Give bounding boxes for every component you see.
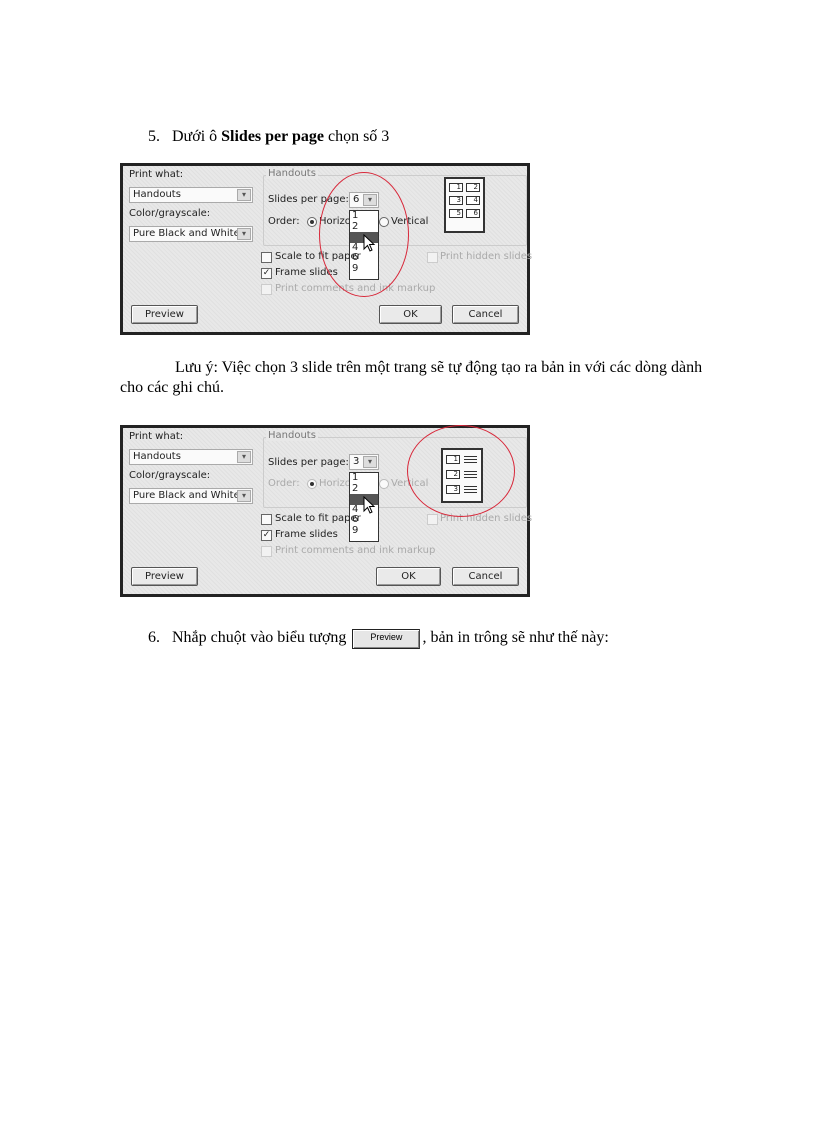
order-vertical-radio[interactable] <box>379 479 389 489</box>
step-number: 5. <box>148 128 160 145</box>
note-line-1: Lưu ý: Việc chọn 3 slide trên một trang … <box>175 359 703 376</box>
print-hidden-label: Print hidden slides <box>440 513 533 524</box>
color-select[interactable]: Pure Black and White ▾ <box>129 488 253 504</box>
slides-per-page-select[interactable]: 3 ▾ <box>349 454 379 470</box>
color-value: Pure Black and White <box>133 228 240 239</box>
chevron-down-icon: ▾ <box>237 451 251 463</box>
handouts-group <box>263 437 527 508</box>
highlight-circle <box>319 172 409 297</box>
print-what-value: Handouts <box>133 451 181 462</box>
option-9[interactable]: 9 <box>352 524 359 536</box>
step-text-bold: Slides per page <box>221 128 324 145</box>
cancel-button[interactable]: Cancel <box>452 305 519 324</box>
color-label: Color/grayscale: <box>129 208 211 219</box>
print-what-value: Handouts <box>133 189 181 200</box>
preview-button[interactable]: Preview <box>131 305 198 324</box>
order-horizontal-radio[interactable] <box>307 479 317 489</box>
step-text-prefix: Nhắp chuột vào biểu tượng <box>172 629 347 646</box>
step-5-instruction: 5. Dưới ô Slides per page chọn số 3 <box>148 127 389 147</box>
chevron-down-icon: ▾ <box>237 189 251 201</box>
slides-per-page-label: Slides per page: <box>268 194 349 205</box>
handouts-group-title: Handouts <box>266 168 318 179</box>
print-comments-checkbox[interactable] <box>261 284 272 295</box>
print-hidden-label: Print hidden slides <box>440 251 533 262</box>
color-value: Pure Black and White <box>133 490 240 501</box>
slides-per-page-value: 3 <box>353 456 360 467</box>
chevron-down-icon: ▾ <box>363 456 377 468</box>
print-comments-checkbox[interactable] <box>261 546 272 557</box>
handout-layout-preview-6: 1 2 3 4 5 6 <box>444 177 485 233</box>
cancel-button[interactable]: Cancel <box>452 567 519 586</box>
note-paragraph: Lưu ý: Việc chọn 3 slide trên một trang … <box>120 358 750 398</box>
option-4[interactable]: 4 <box>352 503 359 515</box>
order-horizontal-label: Horizo <box>319 478 351 489</box>
slide-thumb: 6 <box>466 209 480 218</box>
print-hidden-checkbox[interactable] <box>427 514 438 525</box>
slide-thumb: 2 <box>466 183 480 192</box>
step-number: 6. <box>148 629 160 646</box>
scale-to-fit-checkbox[interactable] <box>261 514 272 525</box>
note-line-2: cho các ghi chú. <box>120 379 224 396</box>
order-vertical-label: Vertical <box>391 216 429 227</box>
ok-button[interactable]: OK <box>379 305 442 324</box>
frame-slides-checkbox[interactable]: ✓ <box>261 530 272 541</box>
slide-thumb: 4 <box>466 196 480 205</box>
order-horizontal-radio[interactable] <box>307 217 317 227</box>
mouse-cursor-icon <box>363 496 376 514</box>
ok-button[interactable]: OK <box>376 567 441 586</box>
handouts-group-title: Handouts <box>266 430 318 441</box>
step-text-prefix: Dưới ô <box>172 128 222 145</box>
chevron-down-icon: ▾ <box>237 490 251 502</box>
option-2[interactable]: 2 <box>352 482 359 494</box>
order-label: Order: <box>268 216 300 227</box>
scale-to-fit-checkbox[interactable] <box>261 252 272 263</box>
inline-preview-button-image: Preview <box>352 629 421 649</box>
print-what-select[interactable]: Handouts ▾ <box>129 187 253 203</box>
option-1[interactable]: 1 <box>352 472 359 483</box>
order-label: Order: <box>268 478 300 489</box>
highlight-circle <box>407 425 515 517</box>
print-hidden-checkbox[interactable] <box>427 252 438 263</box>
frame-slides-checkbox[interactable]: ✓ <box>261 268 272 279</box>
slides-per-page-label: Slides per page: <box>268 457 349 468</box>
scale-to-fit-label: Scale to fit paper <box>275 251 361 262</box>
color-label: Color/grayscale: <box>129 470 211 481</box>
step-text-suffix: chọn số 3 <box>323 128 390 145</box>
print-what-label: Print what: <box>129 431 184 442</box>
slide-thumb: 1 <box>449 183 463 192</box>
step-text-suffix: , bản in trông sẽ như thế này: <box>422 629 609 646</box>
color-select[interactable]: Pure Black and White ▾ <box>129 226 253 242</box>
slide-thumb: 5 <box>449 209 463 218</box>
print-what-label: Print what: <box>129 169 184 180</box>
print-dialog-screenshot-6: Print what: Handouts ▾ Color/grayscale: … <box>120 163 533 335</box>
slide-thumb: 3 <box>449 196 463 205</box>
frame-slides-label: Frame slides <box>275 267 338 278</box>
print-dialog-screenshot-3: Print what: Handouts ▾ Color/grayscale: … <box>120 425 533 597</box>
option-6[interactable]: 6 <box>352 514 359 525</box>
frame-slides-label: Frame slides <box>275 529 338 540</box>
scale-to-fit-label: Scale to fit paper <box>275 513 361 524</box>
print-comments-label: Print comments and ink markup <box>275 545 436 556</box>
chevron-down-icon: ▾ <box>237 228 251 240</box>
step-6-instruction: 6. Nhắp chuột vào biểu tượng Preview, bả… <box>148 628 609 649</box>
preview-button[interactable]: Preview <box>131 567 198 586</box>
print-what-select[interactable]: Handouts ▾ <box>129 449 253 465</box>
